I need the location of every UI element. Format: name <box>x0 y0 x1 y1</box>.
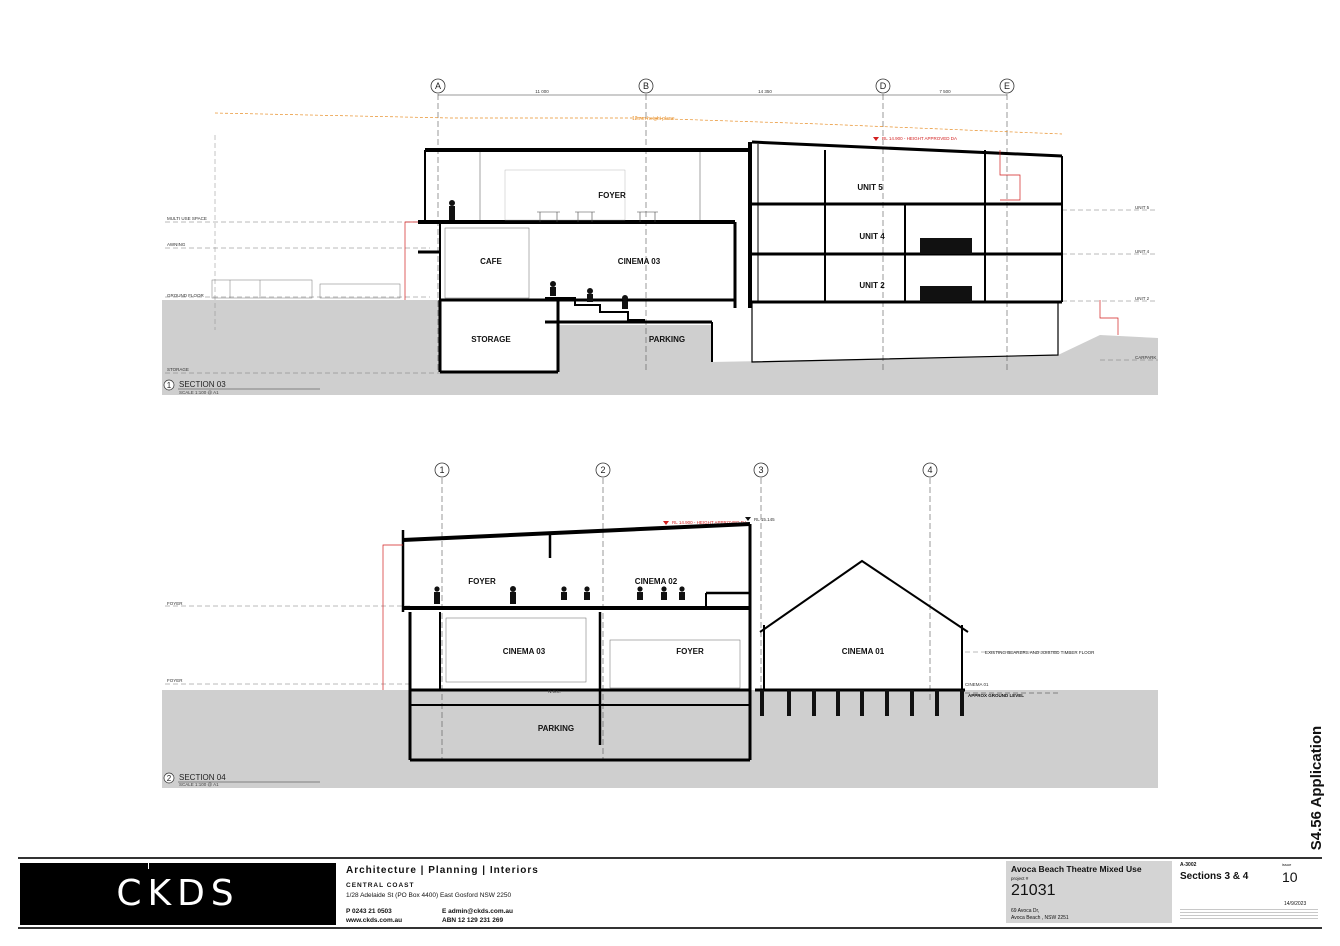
firm-logo: CKDS <box>20 863 336 925</box>
section-03: 11 000 14 350 7 500 A B D E 12mm height … <box>162 78 1158 395</box>
project-address-1: 69 Avoca Dr, <box>1011 908 1040 914</box>
room-parking: PARKING <box>649 335 685 344</box>
room-foyer-upper: FOYER <box>468 577 496 586</box>
dimension-1: 11 000 <box>535 89 549 94</box>
grid-label-a: A <box>435 81 441 91</box>
grid-bubbles-04: 1 2 3 4 <box>434 462 938 478</box>
level-unit-2: UNIT 2 <box>1135 296 1150 301</box>
cinema-01-building <box>755 559 969 692</box>
grid-label-d: D <box>880 81 887 91</box>
unit-2-furniture <box>920 286 972 302</box>
section-03-scale: SCALE 1:100 @ A1 <box>179 390 219 395</box>
room-unit-4: UNIT 4 <box>859 232 885 241</box>
level-foyer-lower: FOYER <box>167 678 183 683</box>
foyer-tables <box>537 211 658 222</box>
cinema-seating-steps <box>545 297 645 321</box>
section-04-title: SECTION 04 <box>179 773 226 782</box>
height-plane-line <box>214 112 1063 135</box>
office-email: E admin@ckds.com.au <box>442 908 513 915</box>
office-website: www.ckds.com.au <box>346 917 403 924</box>
section-04-scale: SCALE 1:100 @ A1 <box>179 782 219 787</box>
section-04: 1 2 3 4 RL 14.900 - HEIGHT APPROVED DA R… <box>162 462 1158 788</box>
level-carpark: CARPARK <box>1135 355 1156 360</box>
room-unit-5: UNIT 5 <box>857 183 883 192</box>
project-box: Avoca Beach Theatre Mixed Use project # … <box>1006 861 1172 923</box>
grid-label-e: E <box>1004 81 1010 91</box>
grid-label-4: 4 <box>927 465 932 475</box>
height-plane-label: 12mm height plane <box>632 116 675 122</box>
room-unit-2: UNIT 2 <box>859 281 885 290</box>
unit-4-furniture <box>920 238 972 254</box>
drawing-date: 14/9/2023 <box>1284 901 1307 907</box>
issue-number: 10 <box>1282 869 1298 885</box>
issue-label: issue <box>1282 862 1292 867</box>
office-abn: ABN 12 129 231 269 <box>442 917 504 924</box>
drawing-title: Sections 3 & 4 <box>1180 871 1249 882</box>
level-foyer-upper: FOYER <box>167 601 183 606</box>
cinema-02-patrons <box>434 586 685 604</box>
rl-marker <box>873 137 879 141</box>
room-storage: STORAGE <box>471 335 511 344</box>
room-foyer-lower: FOYER <box>676 647 704 656</box>
grid-label-2: 2 <box>600 465 605 475</box>
level-lines <box>165 209 1158 374</box>
level-awning: AWNING <box>167 242 186 247</box>
room-foyer: FOYER <box>598 191 626 200</box>
section-04-number: 2 <box>167 774 172 783</box>
room-cafe: CAFE <box>480 257 502 266</box>
cinema-01-piers <box>760 690 964 716</box>
section-03-title: SECTION 03 <box>179 380 226 389</box>
grid-lines-04 <box>441 478 931 760</box>
note-cinema-01-level: CINEMA 01 <box>965 682 989 687</box>
logo-text: CKDS <box>116 873 240 914</box>
level-unit-5: UNIT 5 <box>1135 205 1150 210</box>
rl-note: RL 14.900 - HEIGHT APPROVED DA <box>882 136 957 141</box>
room-cinema-03: CINEMA 03 <box>618 257 661 266</box>
level-lines-04 <box>165 605 1060 685</box>
firm-services: Architecture | Planning | Interiors <box>346 865 539 876</box>
grid-label-1: 1 <box>439 465 444 475</box>
project-address-2: Avoca Beach , NSW 2251 <box>1011 915 1069 921</box>
cinema-patrons <box>449 200 628 309</box>
project-name: Avoca Beach Theatre Mixed Use <box>1011 864 1142 874</box>
dimension-2: 14 350 <box>758 89 772 94</box>
title-block: CKDS Architecture | Planning | Interiors… <box>18 857 1322 929</box>
project-number: 21031 <box>1011 882 1056 899</box>
building-east <box>751 140 1063 363</box>
level-unit-4: UNIT 4 <box>1135 249 1150 254</box>
grid-label-3: 3 <box>758 465 763 475</box>
rl-top-marker <box>745 517 751 521</box>
rl-marker-04 <box>663 521 669 525</box>
room-parking-04: PARKING <box>538 724 574 733</box>
room-cinema-01: CINEMA 01 <box>842 647 885 656</box>
office-name: CENTRAL COAST <box>346 882 415 889</box>
level-storage: STORAGE <box>167 367 189 372</box>
drawing-number: A-3002 <box>1180 862 1197 868</box>
room-cinema-03-04: CINEMA 03 <box>503 647 546 656</box>
level-multi-use: MULTI USE SPACE <box>167 216 207 221</box>
section-03-number: 1 <box>167 381 172 390</box>
ground-mass <box>162 300 1158 395</box>
dimension-3: 7 500 <box>939 89 951 94</box>
office-address: 1/28 Adelaide St (PO Box 4400) East Gosf… <box>346 892 512 899</box>
building-west <box>418 142 752 374</box>
existing-structure-left <box>211 279 401 299</box>
grid-bubbles: A B D E <box>430 78 1015 94</box>
fine-print-disclaimer <box>1180 909 1318 921</box>
note-existing-bearers: EXISTING BEARERS AND JOISTED TIMBER FLOO… <box>985 650 1095 655</box>
rl-note-04: RL 14.900 - HEIGHT APPROVED DA <box>672 520 747 525</box>
room-cinema-02: CINEMA 02 <box>635 577 678 586</box>
building-04 <box>401 522 752 762</box>
rl-top: RL 15.145 <box>754 517 775 522</box>
note-approx-ground: APPROX GROUND LEVEL <box>968 693 1024 698</box>
project-label: project # <box>1011 876 1029 881</box>
grid-label-b: B <box>643 81 649 91</box>
level-ground-floor: GROUND FLOOR <box>167 293 205 298</box>
office-phone: P 0243 21 0503 <box>346 908 392 915</box>
note-ngl: N.G.L. <box>548 689 561 694</box>
application-side-title: S4.56 Application <box>1308 725 1325 851</box>
grid-lines <box>437 94 1008 372</box>
